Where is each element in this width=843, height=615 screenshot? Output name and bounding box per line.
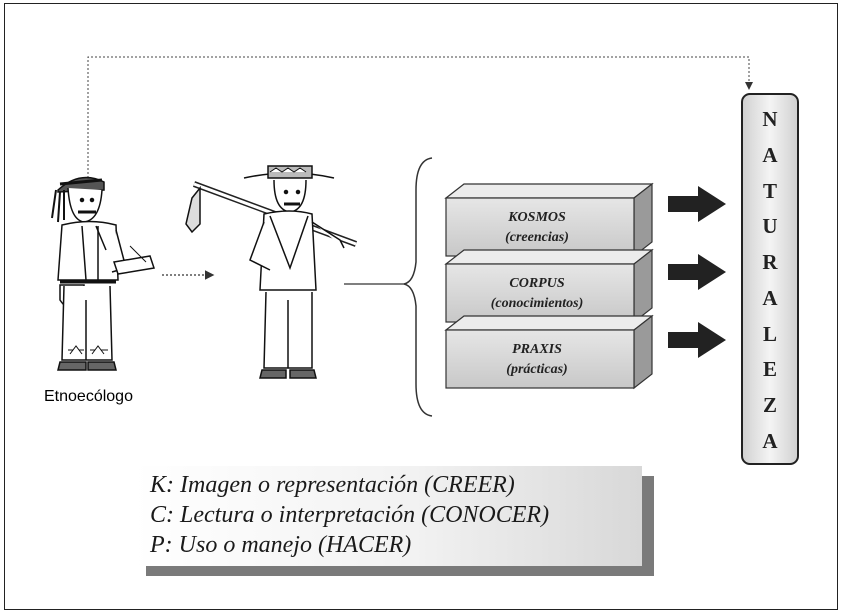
figure-frame bbox=[4, 3, 838, 610]
ethnoecologist-caption: Etnoecólogo bbox=[44, 388, 133, 405]
naturaleza-letter: A bbox=[762, 428, 778, 453]
legend-line-c: C: Lectura o interpretación (CONOCER) bbox=[150, 502, 550, 528]
naturaleza-letters: N A T U R A L E Z A bbox=[742, 96, 798, 464]
kosmos-subtitle: (creencias) bbox=[505, 230, 569, 245]
corpus-title: CORPUS bbox=[509, 276, 565, 291]
arrow-corpus bbox=[668, 254, 726, 290]
legend-line-k: K: Imagen o representación (CREER) bbox=[150, 472, 515, 498]
corpus-subtitle: (conocimientos) bbox=[490, 296, 584, 311]
naturaleza-letter: A bbox=[762, 285, 778, 310]
naturaleza-letter: R bbox=[762, 250, 778, 275]
naturaleza-letter: Z bbox=[762, 393, 777, 418]
corpus-label: CORPUS (conocimientos) bbox=[446, 274, 628, 314]
praxis-title: PRAXIS bbox=[512, 342, 562, 357]
corpus-box bbox=[444, 248, 654, 324]
peasant-figure bbox=[185, 165, 358, 379]
legend-panel: K: Imagen o representación (CREER) C: Le… bbox=[134, 466, 642, 566]
curly-brace bbox=[403, 157, 433, 417]
praxis-label: PRAXIS (prácticas) bbox=[446, 340, 628, 380]
kosmos-title: KOSMOS bbox=[508, 210, 566, 225]
feedback-dotted-line bbox=[87, 56, 753, 178]
praxis-box bbox=[444, 314, 654, 390]
naturaleza-letter: E bbox=[762, 357, 777, 382]
naturaleza-letter: A bbox=[762, 142, 778, 167]
naturaleza-letter: T bbox=[762, 178, 777, 203]
arrow-praxis bbox=[668, 322, 726, 358]
legend-box: K: Imagen o representación (CREER) C: Le… bbox=[134, 466, 658, 576]
ethnoecologist-figure bbox=[51, 176, 155, 371]
naturaleza-letter: N bbox=[762, 107, 778, 131]
naturaleza-letter: U bbox=[762, 214, 778, 239]
arrow-kosmos bbox=[668, 186, 726, 222]
praxis-subtitle: (prácticas) bbox=[506, 362, 568, 377]
naturaleza-column bbox=[741, 93, 799, 465]
kosmos-label: KOSMOS (creencias) bbox=[446, 208, 628, 248]
kosmos-box bbox=[444, 182, 654, 258]
naturaleza-letter: L bbox=[762, 321, 777, 346]
legend-line-p: P: Uso o manejo (HACER) bbox=[150, 532, 412, 558]
